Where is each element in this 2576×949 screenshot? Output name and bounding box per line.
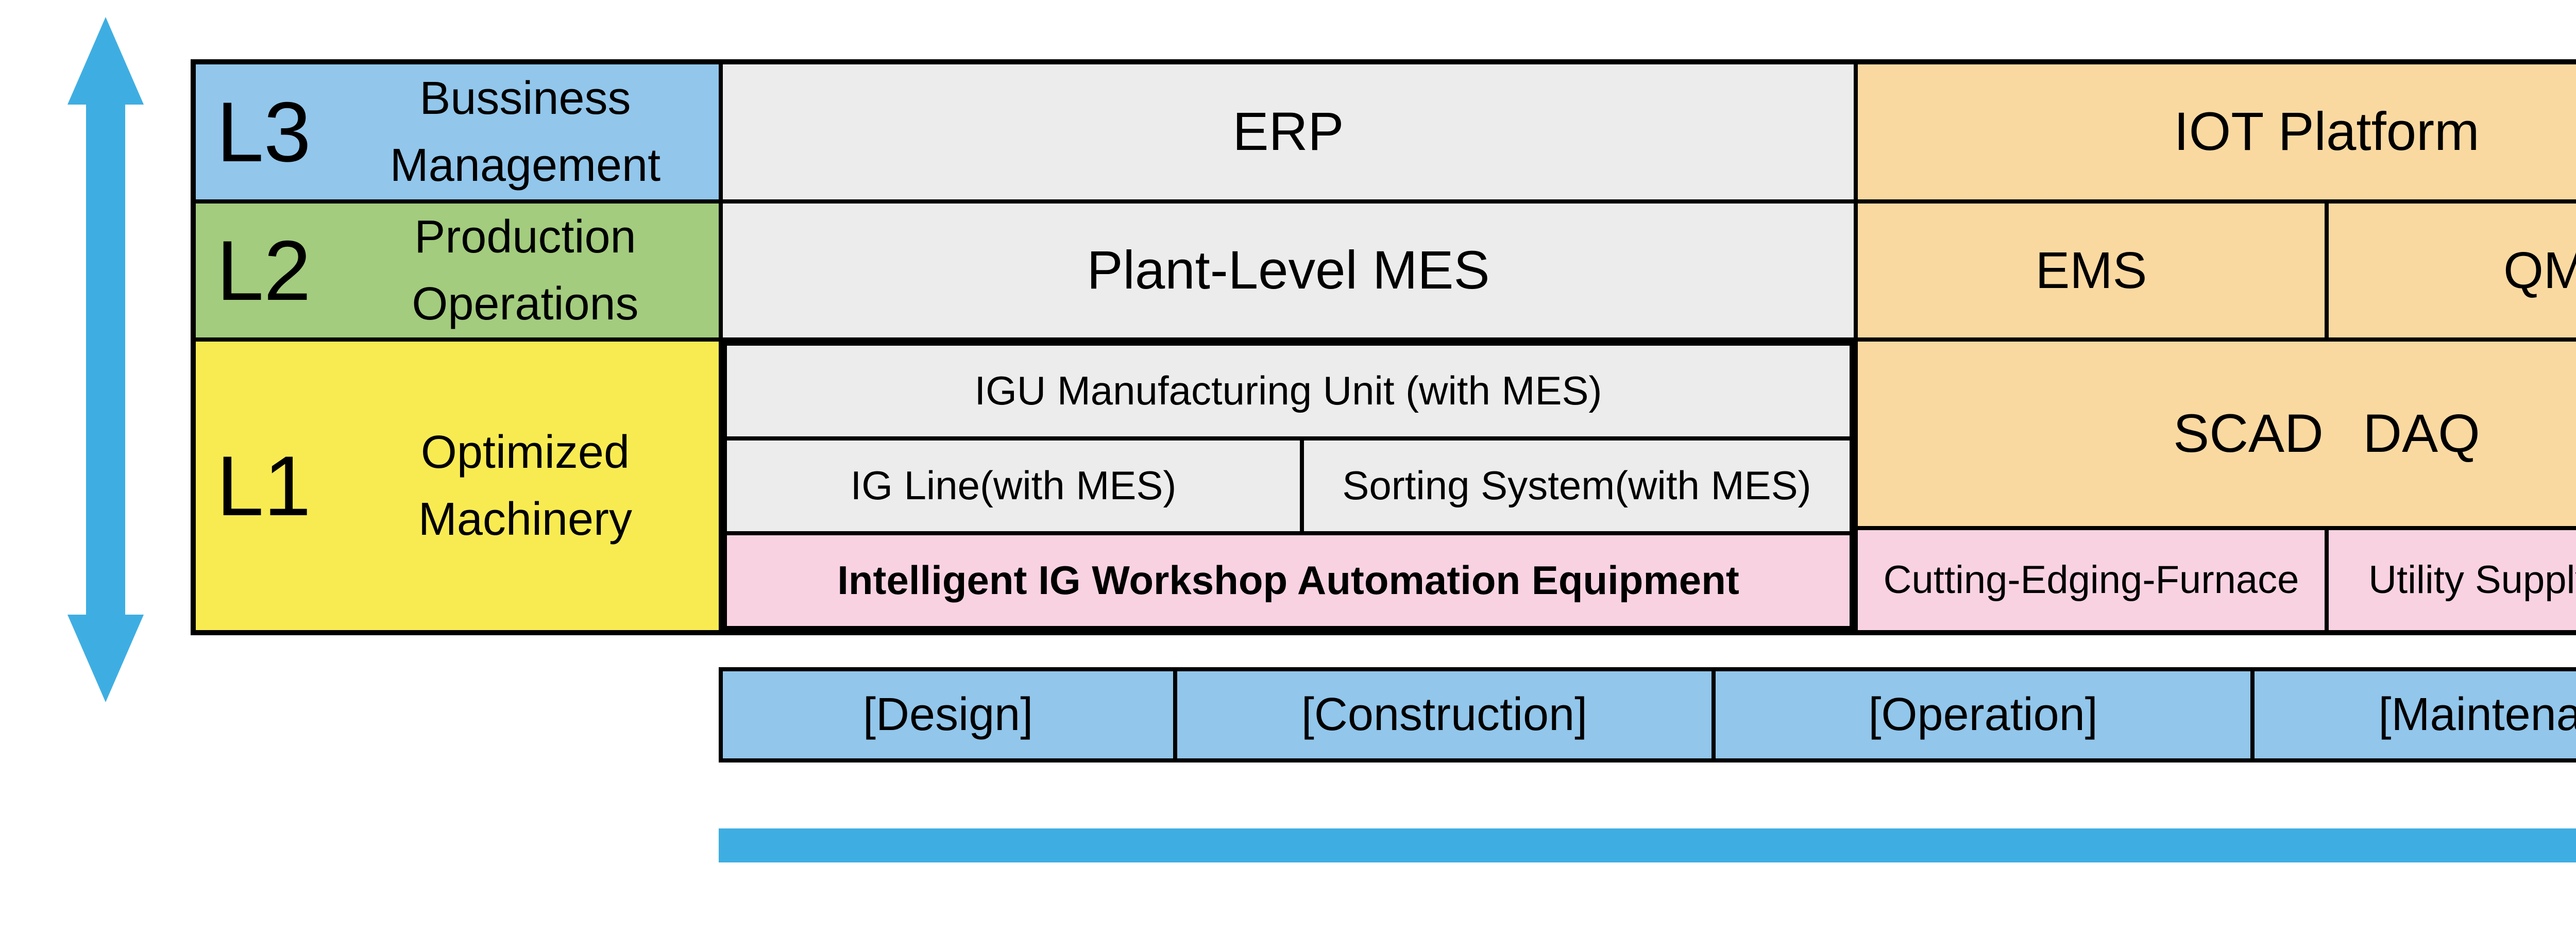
level-l3-cell: L3 Bussiness Management — [196, 64, 719, 199]
cutting-edging-furnace-cell: Cutting-Edging-Furnace — [1858, 530, 2325, 630]
workshop-equipment-cell: Intelligent IG Workshop Automation Equip… — [727, 535, 1850, 626]
plant-mes-cell: Plant-Level MES — [723, 204, 1854, 337]
level-l2-cell: L2 Production Operations — [196, 204, 719, 337]
ems-qms-row: EMS QMS — [1858, 204, 2576, 337]
level-l3-label: Bussiness Management — [389, 72, 661, 192]
lifecycle-construction-cell: [Construction] — [1177, 671, 1711, 758]
level-l3-code: L3 — [216, 84, 311, 179]
sorting-system-cell: Sorting System(with MES) — [1303, 440, 1850, 531]
level-l1-cell: L1 Optimized Machinery — [196, 342, 719, 630]
level-l1-label: Optimized Machinery — [418, 426, 633, 546]
utility-supply-cell: Utility Supply Systems — [2329, 530, 2576, 630]
level-l2-label: Production Operations — [412, 211, 639, 330]
scada-daq-cell: SCAD DAQ — [1858, 342, 2576, 526]
architecture-grid: L3 Bussiness Management ERP IOT Platform… — [191, 59, 2576, 635]
level-l2-code: L2 — [216, 223, 311, 318]
lifecycle-bar: [Design] [Construction] [Operation] [Mai… — [719, 667, 2576, 762]
ig-workshop-group: IGU Manufacturing Unit (with MES) IG Lin… — [723, 342, 1854, 630]
l1-pink-row: Cutting-Edging-Furnace Utility Supply Sy… — [1858, 530, 2576, 630]
lifecycle-maintenance-cell: [Maintenance] — [2255, 671, 2576, 758]
qms-cell: QMS — [2329, 204, 2576, 337]
igu-unit-cell: IGU Manufacturing Unit (with MES) — [727, 346, 1850, 436]
igu-sub-row: IG Line(with MES) Sorting System(with ME… — [727, 440, 1850, 531]
iot-platform-cell: IOT Platform — [1858, 64, 2576, 199]
ems-cell: EMS — [1858, 204, 2325, 337]
erp-cell: ERP — [723, 64, 1854, 199]
l1-right-column: SCAD DAQ Cutting-Edging-Furnace Utility … — [1858, 342, 2576, 630]
levels-axis-double-arrow-icon — [67, 17, 144, 702]
level-l1-code: L1 — [216, 438, 311, 533]
lifecycle-design-cell: [Design] — [723, 671, 1174, 758]
lifecycle-operation-cell: [Operation] — [1715, 671, 2251, 758]
lifecycle-flow-arrow-icon — [719, 828, 2576, 862]
ig-line-cell: IG Line(with MES) — [727, 440, 1300, 531]
